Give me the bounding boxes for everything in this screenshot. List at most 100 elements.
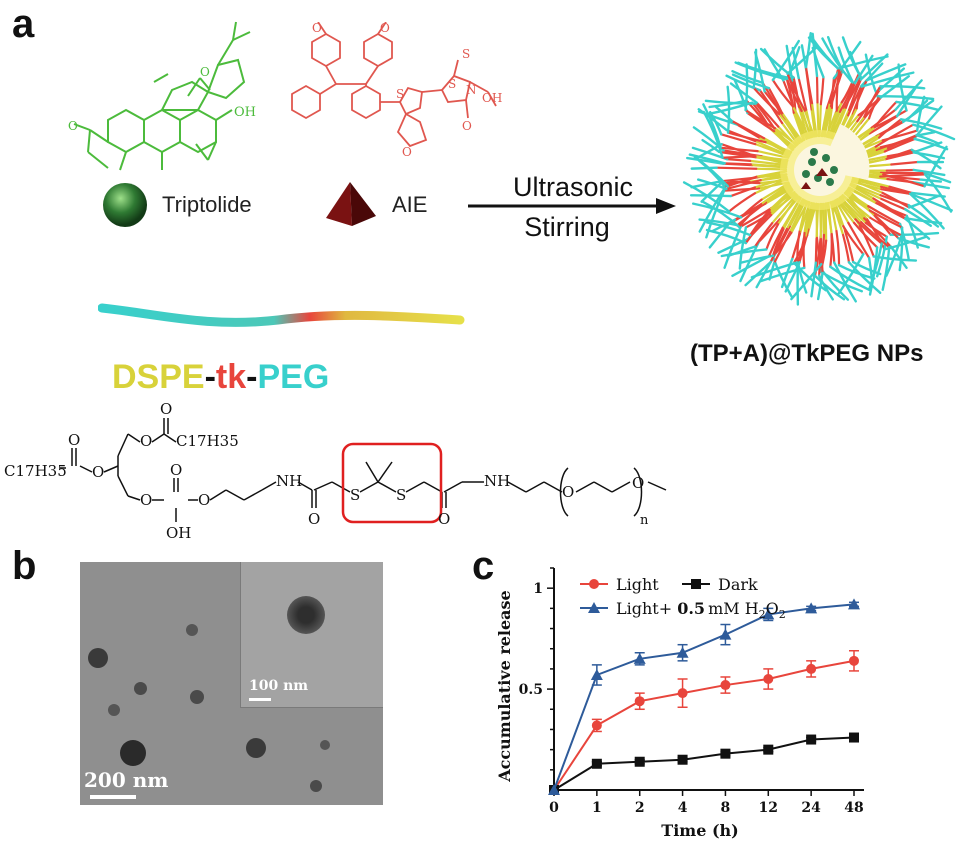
tem-inset-scale-bar (249, 698, 271, 701)
aie-o-label-1: O (312, 22, 322, 35)
thioketal-s-2: S (396, 486, 406, 504)
peg-repeat-n: n (640, 513, 649, 528)
panel-label-b: b (12, 544, 37, 588)
x-tick-label: 24 (801, 800, 821, 816)
polymer-sep-2: - (246, 358, 258, 396)
process-label-ultrasonic: Ultrasonic (512, 172, 634, 202)
epoxide-o-label: O (200, 65, 210, 79)
legend-light-marker (589, 579, 599, 589)
tem-particle (88, 648, 108, 668)
triptolide-legend-label: Triptolide (162, 192, 252, 217)
stearoyl-chain-left: C17H35 (4, 462, 67, 480)
series-line (553, 603, 855, 791)
legend-dark-label: Dark (718, 575, 758, 594)
data-point (720, 748, 731, 759)
y-tick-label: 1 (533, 581, 543, 597)
aie-o-label-2: O (380, 22, 390, 35)
legend-h2o2-sub2: 2 (779, 608, 786, 621)
aie-carbonyl-o-label: O (462, 119, 472, 133)
legend-h2o2-sub: 2 (759, 608, 766, 621)
aie-legend-label: AIE (392, 192, 428, 217)
thioketal-highlight-box (341, 442, 443, 524)
polymer-dspe: DSPE (112, 358, 205, 396)
legend-h2o2-o: O (766, 599, 779, 618)
legend-h2o2-marker (588, 602, 600, 613)
amide-o-2: O (438, 510, 450, 528)
x-tick-label: 8 (721, 800, 731, 816)
oh-label: OH (234, 105, 256, 120)
data-point (548, 784, 560, 795)
aie-oh-label: OH (482, 91, 502, 105)
tem-scale-label: 200 nm (84, 768, 169, 792)
tem-particle (134, 682, 147, 695)
tem-inset-scale-label: 100 nm (249, 678, 309, 694)
polymer-peg: PEG (257, 358, 330, 396)
data-point (677, 688, 688, 699)
legend-light-label: Light (616, 575, 659, 594)
process-arrow (468, 198, 676, 214)
triptolide-sphere-icon (103, 183, 147, 227)
data-point (591, 758, 602, 769)
micelle-core (780, 124, 870, 210)
data-point (634, 756, 645, 767)
x-tick-label: 1 (592, 800, 602, 816)
phosphate-o-2: O (198, 491, 210, 509)
tem-particle (320, 740, 330, 750)
x-tick-label: 0 (549, 800, 559, 816)
tem-particle (310, 780, 322, 792)
x-tick-label: 4 (678, 800, 688, 816)
x-tick-label: 12 (759, 800, 778, 816)
series-1 (549, 732, 859, 795)
legend-h2o2-prefix: Light+ (616, 599, 677, 618)
phosphate-o-1: O (140, 491, 152, 509)
legend-h2o2-unit: mM H (708, 599, 759, 618)
series-line (553, 736, 855, 791)
tem-image: 100 nm 200 nm (80, 562, 383, 805)
aie-dioxane-o-label: O (402, 145, 412, 159)
aie-s-label-1: S (396, 87, 404, 101)
process-label-stirring: Stirring (524, 212, 610, 242)
amide-nh-2: NH (484, 472, 510, 490)
panel-label-a: a (12, 2, 35, 46)
tem-scale-bar (90, 795, 136, 799)
polymer-tk: tk (215, 358, 247, 396)
x-tick-label: 2 (635, 800, 645, 816)
phosphate-o-double: O (170, 461, 182, 479)
nanoparticle-label: (TP+A)@TkPEG NPs (690, 340, 924, 367)
carbonyl-o-upper: O (160, 400, 172, 418)
tem-particle (246, 738, 266, 758)
legend-dark-marker (691, 579, 701, 589)
y-axis-label: Accumulative release (495, 590, 514, 782)
data-point (591, 720, 602, 731)
polymer-name: DSPE-tk-PEG (112, 358, 329, 397)
data-point (849, 655, 859, 666)
aie-s-label-3: S (462, 47, 470, 61)
data-point (763, 744, 774, 755)
data-point (590, 668, 603, 680)
ester-o-upper: O (140, 432, 152, 450)
tem-particle (120, 740, 146, 766)
thioketal-s-1: S (350, 486, 360, 504)
panel-label-c: c (472, 544, 495, 588)
data-point (806, 663, 817, 674)
legend-h2o2-conc: 0.5 (677, 599, 705, 618)
dspe-tk-peg-structure: O O C17H35 O O C17H35 O O OH O NH O S S … (4, 400, 667, 542)
carbonyl-o-left: O (68, 431, 80, 449)
polymer-sep-1: - (204, 358, 216, 396)
y-tick-label: 0.5 (519, 682, 543, 698)
data-point (762, 608, 775, 620)
tem-particle (190, 690, 204, 704)
tem-inset-image: 100 nm (240, 562, 383, 708)
x-axis-label: Time (h) (661, 821, 738, 840)
aie-pyramid-icon (326, 182, 376, 226)
data-point (634, 696, 645, 707)
ester-o-left: O (92, 463, 104, 481)
data-point (806, 734, 817, 745)
data-point (633, 652, 646, 664)
data-point (677, 754, 688, 765)
aie-s-label-2: S (448, 77, 456, 91)
amide-o-1: O (308, 510, 320, 528)
